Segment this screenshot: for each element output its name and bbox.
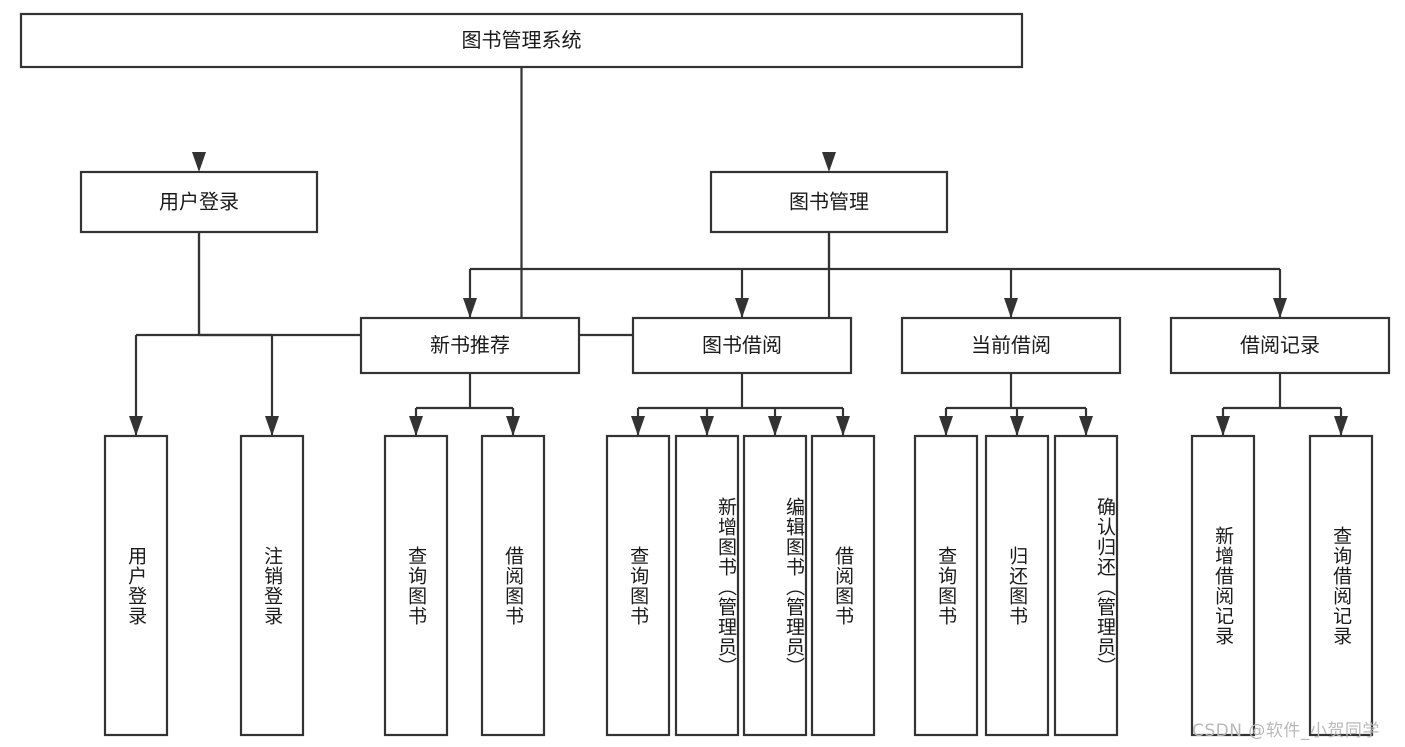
book-manage-arrow-1 xyxy=(735,298,749,318)
node-root-label: 图书管理系统 xyxy=(462,28,582,52)
user-login-arrow-1 xyxy=(265,416,279,436)
book-manage-arrow-3 xyxy=(1273,298,1287,318)
node-root-box[interactable] xyxy=(19,12,1024,69)
node-current-borrow-box[interactable] xyxy=(900,316,1122,375)
leaf-user-login-do-box[interactable] xyxy=(103,434,169,737)
node-book-manage-label: 图书管理 xyxy=(789,190,869,214)
box-layer xyxy=(19,12,1391,737)
leaf-add-book-box[interactable] xyxy=(674,434,740,737)
leaf-query-book-1-box[interactable] xyxy=(383,434,449,737)
leaf-confirm-return-box[interactable] xyxy=(1053,434,1119,737)
leaf-query-book-2-box[interactable] xyxy=(605,434,671,737)
current-borrow-arrow-1 xyxy=(1010,416,1024,436)
leaf-edit-book-box[interactable] xyxy=(742,434,808,737)
book-borrow-arrow-2 xyxy=(768,416,782,436)
book-manage-arrow-0 xyxy=(463,298,477,318)
node-borrow-records-label: 借阅记录 xyxy=(1240,333,1320,357)
borrow-records-arrow-0 xyxy=(1216,416,1230,436)
leaf-borrow-book-2-box[interactable] xyxy=(810,434,876,737)
connector-layer xyxy=(129,67,1348,436)
root-arrow-0 xyxy=(192,152,206,172)
node-user-login-box[interactable] xyxy=(79,170,319,234)
node-borrow-records-box[interactable] xyxy=(1169,316,1391,375)
user-login-arrow-0 xyxy=(129,416,143,436)
book-borrow-arrow-1 xyxy=(700,416,714,436)
new-book-recommend-arrow-0 xyxy=(409,416,423,436)
node-book-borrow-box[interactable] xyxy=(631,316,853,375)
new-book-recommend-arrow-1 xyxy=(506,416,520,436)
node-user-login-label: 用户登录 xyxy=(159,190,239,214)
leaf-query-borrow-record-box[interactable] xyxy=(1308,434,1374,737)
current-borrow-arrow-0 xyxy=(939,416,953,436)
current-borrow-arrow-2 xyxy=(1079,416,1093,436)
leaf-add-borrow-record-box[interactable] xyxy=(1190,434,1256,737)
leaf-user-logout-box[interactable] xyxy=(239,434,305,737)
book-manage-arrow-2 xyxy=(1004,298,1018,318)
node-new-book-recommend-box[interactable] xyxy=(359,316,581,375)
root-arrow-1 xyxy=(822,152,836,172)
borrow-records-arrow-1 xyxy=(1334,416,1348,436)
node-book-manage-box[interactable] xyxy=(709,170,949,234)
leaf-borrow-book-1-box[interactable] xyxy=(480,434,546,737)
leaf-return-book-box[interactable] xyxy=(984,434,1050,737)
book-borrow-arrow-0 xyxy=(631,416,645,436)
book-borrow-arrow-3 xyxy=(836,416,850,436)
node-new-book-recommend-label: 新书推荐 xyxy=(430,333,510,357)
csdn-watermark: CSDN @软件_小贺同学 xyxy=(1192,721,1380,741)
leaf-query-book-3-box[interactable] xyxy=(913,434,979,737)
node-book-borrow-label: 图书借阅 xyxy=(702,333,782,357)
node-current-borrow-label: 当前借阅 xyxy=(971,333,1051,357)
